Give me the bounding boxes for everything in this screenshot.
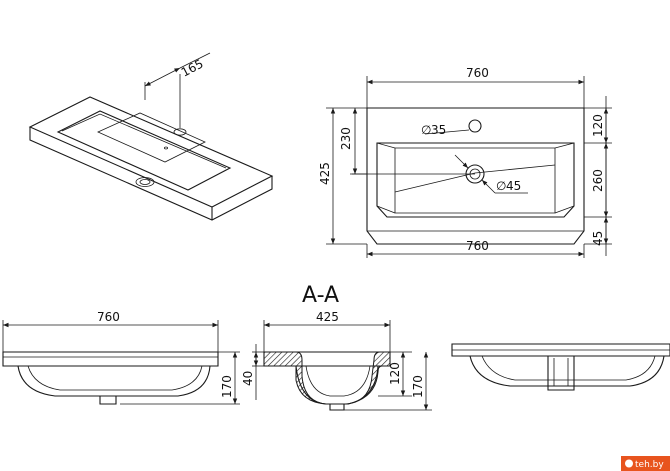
dim-plan-right-mid: 260 [591, 169, 605, 192]
dim-section-inner: 120 [388, 362, 402, 385]
plan-tap-hole-icon [468, 119, 482, 133]
side-view [451, 343, 670, 391]
overflow-hole-icon [163, 146, 168, 150]
plan-view: ∅ 35 ∅ 45 760 760 425 230 [318, 66, 612, 258]
dim-tap-hole: 35 [431, 123, 446, 137]
dim-section-rim: 40 [241, 371, 255, 386]
watermark: teh.by [621, 456, 670, 471]
dim-section-height: 170 [411, 375, 425, 398]
front-view: 760 170 [2, 310, 240, 405]
dim-tap-offset: 165 [179, 57, 206, 80]
dim-drain: 45 [506, 179, 521, 193]
perspective-view: 165 [28, 52, 274, 221]
tap-hole-icon [173, 128, 187, 136]
drain-hole-icon [135, 177, 155, 187]
dim-plan-width-top: 760 [466, 66, 489, 80]
dim-plan-depth: 425 [318, 162, 332, 185]
dim-front-width: 760 [97, 310, 120, 324]
dim-plan-right-top: 120 [591, 114, 605, 137]
watermark-text: teh.by [635, 460, 664, 470]
dim-front-height: 170 [220, 375, 234, 398]
section-title: A-A [302, 283, 339, 308]
dim-drain-symbol: ∅ [496, 179, 506, 193]
section-view: 425 40 120 170 [241, 310, 432, 411]
brand-logo-icon [625, 459, 633, 468]
dim-section-width: 425 [316, 310, 339, 324]
dim-plan-right-bottom: 45 [591, 231, 605, 246]
dim-plan-width-bottom: 760 [466, 239, 489, 253]
dim-tap-hole-symbol: ∅ [421, 123, 431, 137]
dim-plan-offset: 230 [339, 127, 353, 150]
